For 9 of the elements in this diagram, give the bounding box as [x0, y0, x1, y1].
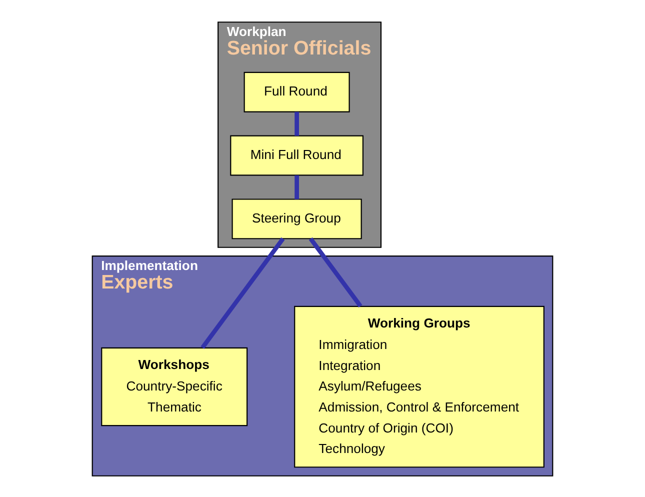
connector	[294, 174, 299, 199]
node-box: Steering Group	[232, 198, 362, 239]
connector	[308, 236, 362, 307]
connector	[200, 236, 285, 348]
connector	[294, 111, 299, 136]
node-box: Working Groups Immigration Integration Asylum/Refugees Admission, Control & Enforcement Country of Origin (COI) Technology	[294, 305, 544, 468]
node-box: Workshops Country-Specific Thematic	[101, 346, 248, 426]
node-box: Mini Full Round	[230, 134, 364, 176]
node-box: Full Round	[244, 71, 350, 112]
